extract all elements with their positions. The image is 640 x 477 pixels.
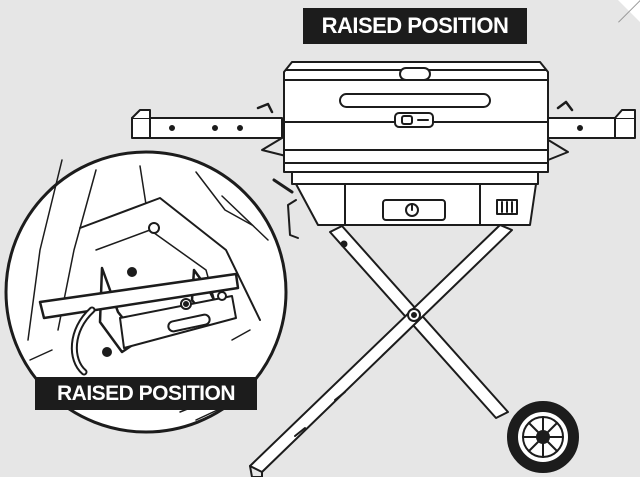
left-side-shelf bbox=[131, 102, 295, 159]
grill-lid bbox=[283, 61, 549, 173]
raised-position-inset-label: RAISED POSITION bbox=[35, 377, 257, 410]
raised-position-label: RAISED POSITION bbox=[303, 8, 527, 44]
scissor-legs bbox=[249, 224, 513, 477]
right-side-shelf bbox=[544, 100, 636, 161]
latch-detail-drawing bbox=[4, 150, 288, 434]
wheel-icon bbox=[507, 401, 579, 473]
firebox bbox=[272, 171, 539, 239]
